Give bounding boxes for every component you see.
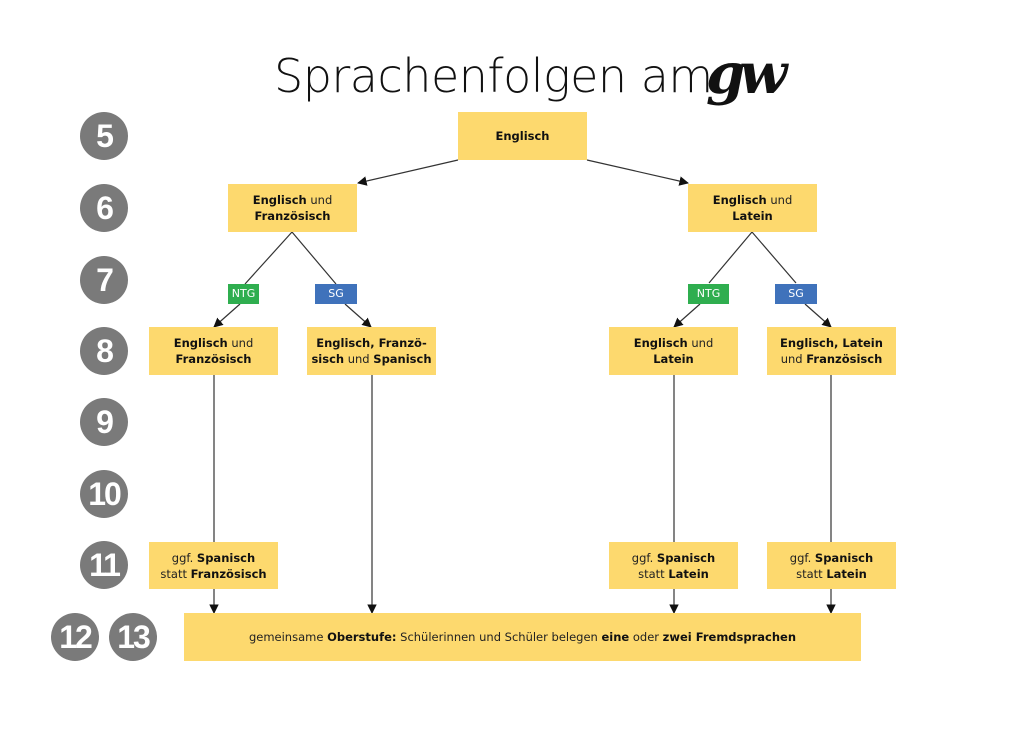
- label-text: und: [766, 193, 793, 207]
- label-bold-text: Latein: [653, 352, 694, 366]
- label-bold-text: Englisch: [495, 129, 550, 143]
- label-bold-text: Spanisch: [196, 550, 256, 565]
- label-text: und: [344, 352, 374, 366]
- grade-badge-8: 8: [80, 327, 128, 375]
- label-text: ggf.: [789, 550, 815, 565]
- label-bold-text: Englisch: [712, 193, 767, 207]
- line-6right-to-sg: [751, 231, 797, 284]
- grade-badge-9: 9: [80, 398, 128, 446]
- box-grade5-englisch: Englisch: [458, 112, 587, 160]
- label-text: ggf.: [631, 550, 657, 565]
- title-text: Sprachenfolgen am: [274, 49, 713, 103]
- box-label: Englisch, Franzö-sisch und Spanisch: [311, 335, 431, 367]
- box-label: Englisch: [495, 128, 549, 144]
- label-bold-text: Englisch, Franzö-: [316, 336, 427, 350]
- label-bold-text: Englisch: [633, 336, 688, 350]
- label-text: Schülerinnen und Schüler belegen: [396, 630, 602, 644]
- label-bold-text: Französisch: [806, 352, 883, 366]
- arrow-ntg-left-to-8a: [213, 303, 241, 328]
- label-bold-text: Französisch: [175, 352, 252, 366]
- grade-badge-7: 7: [80, 256, 128, 304]
- label-text: statt: [796, 566, 827, 581]
- label-bold-text: sisch: [311, 352, 345, 366]
- label-bold-text: Spanisch: [373, 352, 432, 366]
- label-bold-text: Latein: [732, 209, 773, 223]
- label-bold-text: Englisch, Latein: [780, 336, 883, 350]
- arrow-sg-right-to-8d: [804, 303, 832, 328]
- arrow-sg-left-to-8b: [344, 303, 372, 328]
- grade-badge-12: 12: [51, 613, 99, 661]
- label-text: gemeinsame: [248, 630, 328, 644]
- line-6left-to-ntg: [244, 231, 293, 285]
- box-grade11-spanisch-statt-franzoesisch: ggf. Spanisch statt Französisch: [149, 542, 278, 589]
- label-bold-text: Latein: [826, 566, 867, 581]
- label-text: statt: [160, 566, 191, 581]
- grade-badge-13: 13: [109, 613, 157, 661]
- gw-logo: gw: [706, 41, 787, 107]
- label-bold-text: Oberstufe:: [327, 630, 397, 644]
- label-text: und: [687, 336, 714, 350]
- grade-badge-6: 6: [80, 184, 128, 232]
- label-text: ggf.: [171, 550, 197, 565]
- label-text: und: [306, 193, 333, 207]
- grade-badge-11: 11: [80, 541, 128, 589]
- arrow-5-to-6-left: [357, 159, 459, 186]
- tag-ntg-left: NTG: [228, 284, 259, 304]
- box-label: gemeinsame Oberstufe: Schülerinnen und S…: [249, 629, 796, 645]
- label-text: und: [780, 352, 807, 366]
- label-bold-text: Spanisch: [814, 550, 874, 565]
- box-label: Englisch, Latein und Französisch: [780, 335, 883, 367]
- line-6left-to-sg: [291, 231, 337, 285]
- box-grade8-sg-englisch-franzoesisch-spanisch: Englisch, Franzö-sisch und Spanisch: [307, 327, 436, 375]
- tag-ntg-right: NTG: [688, 284, 729, 304]
- label-bold-text: Französisch: [190, 566, 267, 581]
- label-bold-text: Latein: [668, 566, 709, 581]
- arrow-ntg-right-to-8c: [673, 303, 701, 328]
- box-label: ggf. Spanisch statt Französisch: [160, 550, 266, 582]
- diagram-title: Sprachenfolgen am: [274, 48, 713, 104]
- grade-badge-10: 10: [80, 470, 128, 518]
- line-6right-to-ntg: [708, 231, 753, 284]
- box-oberstufe: gemeinsame Oberstufe: Schülerinnen und S…: [184, 613, 861, 661]
- tag-sg-right: SG: [775, 284, 817, 304]
- label-bold-text: eine: [601, 630, 630, 644]
- arrow-5-to-6-right: [586, 159, 689, 186]
- tag-sg-left: SG: [315, 284, 357, 304]
- label-bold-text: Französisch: [254, 209, 331, 223]
- label-text: oder: [629, 630, 663, 644]
- label-bold-text: zwei Fremdsprachen: [662, 630, 797, 644]
- label-bold-text: Spanisch: [656, 550, 716, 565]
- box-grade8-sg-englisch-latein-franzoesisch: Englisch, Latein und Französisch: [767, 327, 896, 375]
- label-text: und: [227, 336, 254, 350]
- grade-badge-5: 5: [80, 112, 128, 160]
- label-bold-text: Englisch: [173, 336, 228, 350]
- label-text: statt: [638, 566, 669, 581]
- label-bold-text: Englisch: [252, 193, 307, 207]
